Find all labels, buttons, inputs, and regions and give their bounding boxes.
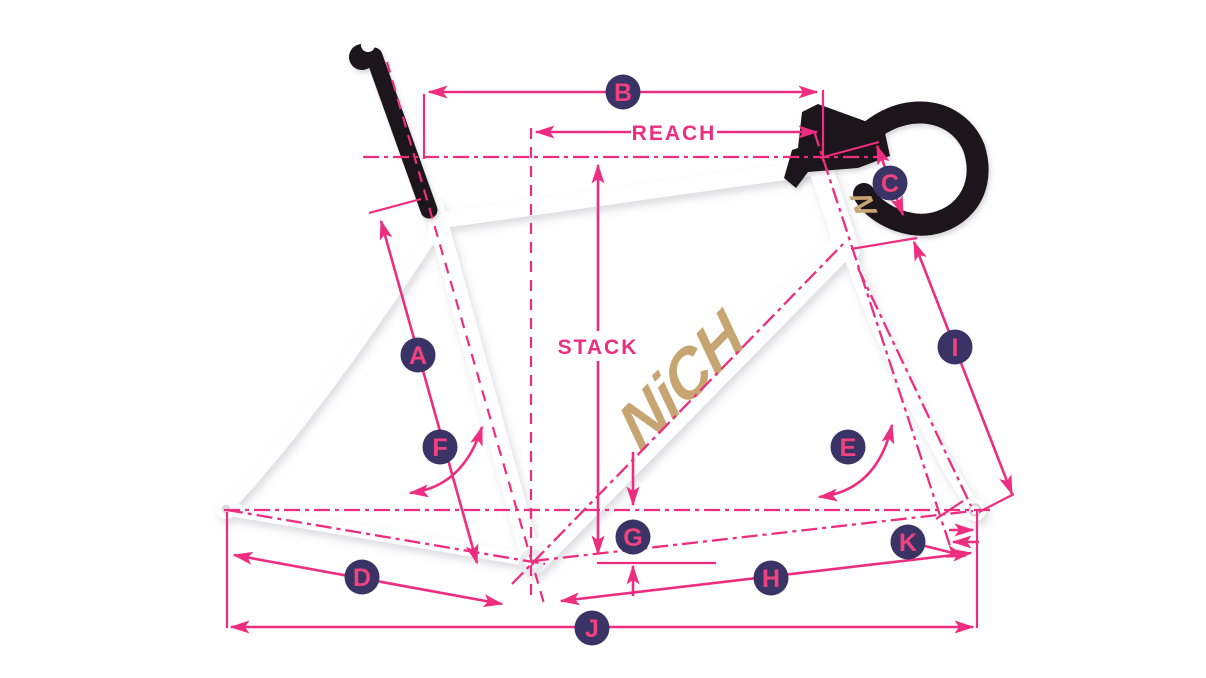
seatpost-clamp-notch <box>361 38 375 52</box>
dim-line-I <box>912 240 1014 496</box>
dim-badge-H: H <box>753 560 789 596</box>
svg-text:C: C <box>881 170 899 198</box>
svg-text:J: J <box>585 615 599 643</box>
handlebar-drop <box>845 101 989 236</box>
reach-label: REACH <box>632 122 717 145</box>
reach-label-gap <box>631 117 717 145</box>
seat-stay <box>221 224 442 514</box>
seat-angle-arc-F <box>408 425 484 498</box>
svg-text:B: B <box>614 79 632 107</box>
downtube-brand-logo: NiCH <box>607 295 758 465</box>
dim-badge-G: G <box>615 519 651 555</box>
top-tube <box>428 160 821 229</box>
dim-badge-F: F <box>422 429 458 465</box>
svg-text:F: F <box>432 434 447 462</box>
svg-text:D: D <box>353 564 371 592</box>
seatpost <box>365 47 438 219</box>
dim-C-tick-bottom <box>850 236 918 251</box>
fork-blade-axis <box>856 267 973 507</box>
svg-text:A: A <box>409 342 427 370</box>
head-angle-arc-E <box>817 423 895 502</box>
dim-C-tick-top <box>819 140 880 160</box>
svg-text:H: H <box>762 565 780 593</box>
measurement-lines <box>224 61 1015 634</box>
dimension-badges: A B C D E F G H <box>344 74 973 646</box>
stack-label: STACK <box>558 336 639 359</box>
svg-text:I: I <box>952 334 959 362</box>
svg-text:G: G <box>623 524 642 552</box>
svg-text:K: K <box>899 529 917 557</box>
dim-badge-E: E <box>830 429 866 465</box>
dim-badge-B: B <box>605 74 641 110</box>
dim-badge-J: J <box>574 610 610 646</box>
dim-A-tick <box>368 197 422 215</box>
dim-I-tick-bottom <box>978 493 1015 513</box>
dim-badge-K: K <box>890 524 926 560</box>
dim-K-tick-perp <box>935 500 964 520</box>
dim-badge-A: A <box>400 337 436 373</box>
svg-text:E: E <box>840 434 857 462</box>
stack-label-gap <box>563 331 633 361</box>
dim-badge-C: C <box>872 165 908 201</box>
dim-line-A <box>379 219 479 565</box>
down-tube-axis <box>511 243 844 585</box>
dim-K-leader <box>924 544 967 558</box>
dim-badge-D: D <box>344 559 380 595</box>
dim-badge-I: I <box>937 329 973 365</box>
